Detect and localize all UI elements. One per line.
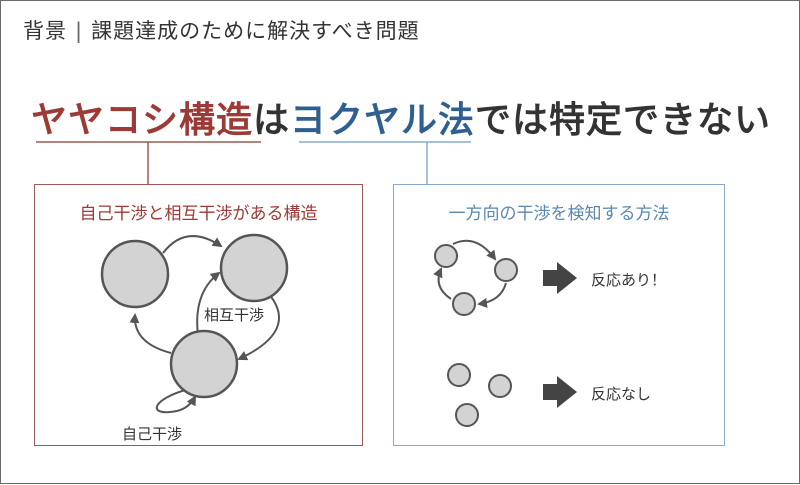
cycle-node-2	[494, 258, 518, 282]
complex-structure-diagram	[100, 233, 289, 414]
separate-node-2	[488, 374, 512, 398]
cycle-arrow-1	[452, 239, 497, 261]
node-b	[219, 233, 289, 303]
arrow-b-to-c	[237, 293, 280, 361]
cycle-node-1	[434, 244, 458, 268]
self-loop-arrow	[155, 388, 196, 414]
header-separator: |	[75, 19, 84, 43]
common-method-title: 一方向の干渉を検知する方法	[448, 204, 670, 224]
common-method-panel: 一方向の干渉を検知する方法	[393, 184, 725, 446]
slide-header: 背景 | 課題達成のために解決すべき問題	[23, 15, 420, 45]
self-interference-label: 自己干渉	[122, 425, 183, 443]
separate-nodes-diagram	[447, 363, 577, 427]
arrow-c-to-b	[196, 271, 221, 336]
arrow-a-to-b	[162, 235, 223, 254]
headline-complex-structure: ヤヤコシ構造	[30, 100, 253, 141]
result-react-label: 反応あり！	[591, 271, 667, 289]
node-a	[100, 239, 170, 309]
node-c	[169, 329, 239, 399]
cycle-arrow-2	[477, 282, 507, 308]
complex-structure-title: 自己干渉と相互干渉がある構造	[79, 204, 318, 224]
complex-structure-panel: 自己干渉と相互干渉がある構造	[34, 184, 363, 446]
header-title: 課題達成のために解決すべき問題	[91, 19, 420, 43]
mutual-interference-label: 相互干渉	[204, 306, 265, 324]
cycle-arrow-3	[433, 267, 452, 300]
result-none-label: 反応なし	[591, 385, 652, 403]
arrow-c-to-a	[129, 313, 172, 354]
separate-node-3	[455, 403, 479, 427]
headline-conclusion: では特定できない	[475, 100, 772, 141]
cycle-node-3	[452, 292, 476, 316]
header-section: 背景	[23, 19, 67, 43]
block-arrow-none-icon	[543, 376, 577, 408]
headline-common-method: ヨクヤル法	[290, 100, 476, 141]
headline: ヤヤコシ構造はヨクヤル法では特定できない	[1, 91, 800, 143]
headline-particle: は	[252, 100, 290, 141]
block-arrow-react-icon	[543, 262, 577, 294]
cycle-diagram	[433, 239, 577, 316]
separate-node-1	[447, 363, 471, 387]
